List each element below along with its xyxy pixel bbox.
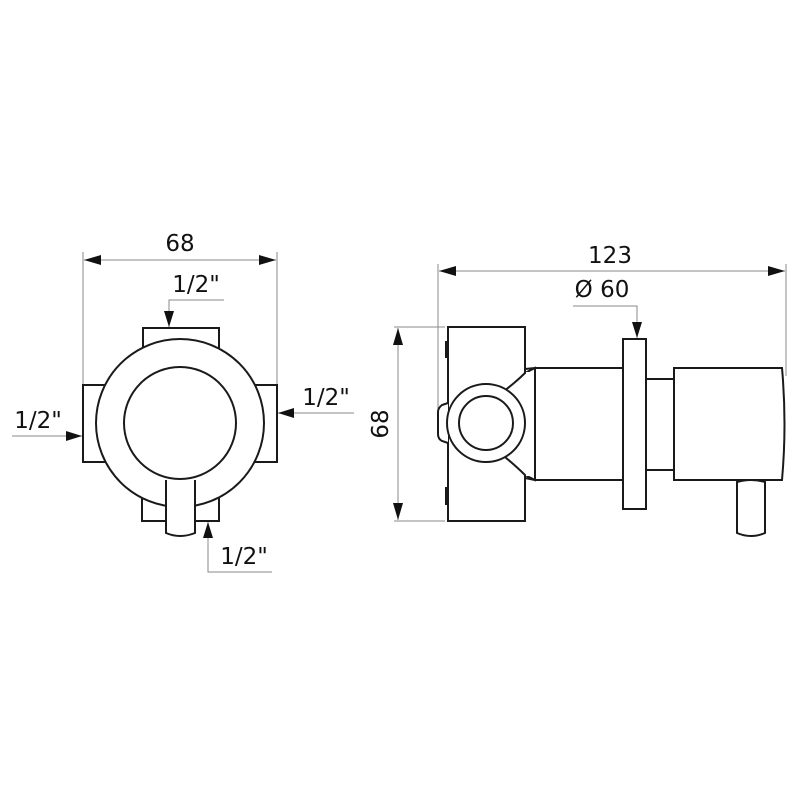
- left-connection-callout: 1/2": [12, 408, 82, 441]
- arrow-right-icon: [259, 255, 276, 265]
- arrow-right-icon: [768, 266, 785, 276]
- front-width-dimension: 68: [82, 231, 278, 385]
- right-connection-label: 1/2": [302, 385, 350, 411]
- arrow-up-icon: [393, 328, 403, 345]
- side-height-dimension: 68: [368, 326, 445, 522]
- arrow-left-icon: [84, 255, 101, 265]
- leader-line: [573, 305, 638, 338]
- leader-line: [168, 299, 224, 327]
- front-inner-circle: [123, 366, 237, 480]
- side-neck: [645, 378, 675, 471]
- fillet-edge-bottom: [524, 477, 536, 481]
- side-handle-lever: [736, 479, 766, 537]
- front-view: 68 1/2" 1/2" 1/2": [12, 231, 354, 573]
- side-control-knob: [673, 367, 786, 481]
- flange-diameter-label: Ø 60: [575, 277, 630, 303]
- front-handle-lever: [165, 480, 196, 537]
- leader-line: [207, 522, 272, 573]
- side-port-inner-circle: [458, 395, 514, 451]
- side-cartridge-cylinder: [534, 367, 624, 481]
- arrow-down-icon: [164, 311, 174, 327]
- arrow-left-icon: [278, 408, 294, 418]
- front-width-label: 68: [165, 231, 194, 257]
- arrow-left-icon: [439, 266, 456, 276]
- side-view: 123 68 Ø 60: [368, 243, 787, 537]
- arrow-down-icon: [632, 322, 642, 338]
- right-connection-callout: 1/2": [278, 385, 354, 418]
- side-length-dimension: 123: [437, 243, 787, 418]
- bottom-connection-label: 1/2": [220, 544, 268, 570]
- side-height-label: 68: [368, 409, 394, 438]
- fillet-edge-top: [524, 367, 536, 370]
- flange-diameter-callout: Ø 60: [573, 277, 642, 338]
- left-connection-label: 1/2": [14, 408, 62, 434]
- side-wall-flange: [622, 338, 647, 510]
- top-connection-callout: 1/2": [164, 272, 224, 327]
- fillet-mask: [526, 372, 536, 476]
- arrow-right-icon: [66, 431, 82, 441]
- arrow-down-icon: [393, 503, 403, 520]
- top-connection-label: 1/2": [172, 272, 220, 298]
- bottom-connection-callout: 1/2": [203, 522, 272, 573]
- arrow-up-icon: [203, 522, 213, 538]
- side-length-label: 123: [588, 243, 632, 269]
- side-left-nub: [437, 402, 449, 444]
